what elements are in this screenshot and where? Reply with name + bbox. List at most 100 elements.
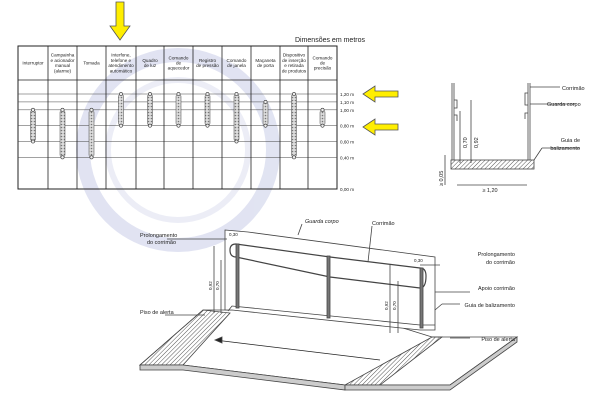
- height-range-bar: [262, 101, 269, 126]
- column-header: de pressão: [196, 63, 219, 68]
- column-header: telefone e: [111, 58, 132, 63]
- level-label: 0,80 m: [340, 124, 354, 129]
- level-label: 1,00 m: [340, 108, 354, 113]
- dim-030-right: 0,30: [414, 258, 423, 263]
- column-header: Dispositivo: [283, 53, 306, 58]
- height-range-bar: [88, 109, 95, 158]
- height-range-bar: [319, 109, 326, 126]
- column-header: atendimento: [108, 63, 134, 68]
- range-top-marker: [320, 107, 325, 112]
- range-bottom-marker: [263, 123, 268, 128]
- dim-070: 0,70: [463, 137, 469, 148]
- height-range-bar: [118, 93, 124, 126]
- level-label: 0,40 m: [340, 155, 354, 160]
- range-bottom-marker: [176, 123, 181, 128]
- column-header: Interfone,: [111, 53, 130, 58]
- ramp-perspective: [138, 223, 519, 391]
- label-guia-2: balizamento: [550, 146, 580, 152]
- range-bottom-marker: [234, 139, 239, 144]
- dim-width: ≥ 1,20: [482, 188, 497, 194]
- range-top-marker: [60, 107, 65, 112]
- dim-070-left: 0,70: [215, 281, 220, 290]
- level-label: 0,00 m: [340, 187, 354, 192]
- down-arrow-icon: [109, 1, 131, 41]
- range-bottom-marker: [60, 155, 65, 160]
- range-bottom-marker: [205, 123, 210, 128]
- range-top-marker: [176, 92, 181, 96]
- range-top-marker: [205, 92, 210, 96]
- level-label: 0,60 m: [340, 140, 354, 145]
- column-header: de: [176, 61, 182, 66]
- column-header: Comando: [313, 55, 333, 60]
- ramp-cross-section: [444, 83, 580, 186]
- table-border: [17, 45, 338, 190]
- column-header: automático: [110, 68, 133, 73]
- range-top-marker: [31, 107, 35, 112]
- label-guia-1: Guia de: [561, 138, 580, 144]
- label-piso-alerta-right: Piso de alerta: [481, 337, 516, 343]
- label-apoio-corrimao: Apoio corrimão: [478, 286, 515, 292]
- label-piso-alerta-left: Piso de alerta: [140, 310, 175, 316]
- column-header: de porta: [257, 63, 274, 68]
- column-header: manual: [55, 63, 70, 68]
- column-header: de janela: [227, 63, 246, 68]
- label-prolongamento-right-2: do corrimão: [486, 260, 515, 266]
- column-header: aquecedor: [168, 66, 190, 71]
- column-header: de inserção: [282, 58, 306, 63]
- column-header: de produtos: [282, 68, 307, 73]
- level-label: 1,10 m: [340, 100, 354, 105]
- column-header: Tomada: [83, 61, 100, 66]
- range-bottom-marker: [31, 139, 35, 144]
- range-top-marker: [292, 92, 296, 96]
- range-bottom-marker: [320, 123, 325, 128]
- level-label: 1,20 m: [340, 92, 354, 97]
- label-guarda-corpo: Guarda corpo: [547, 102, 581, 108]
- dim-092: 0,92: [474, 137, 480, 148]
- units-caption: Dimensões em metros: [295, 37, 366, 44]
- height-range-bar: [175, 93, 182, 126]
- column-header: Comando: [227, 58, 247, 63]
- height-range-bar: [30, 109, 36, 142]
- column-header: de: [320, 61, 326, 66]
- column-header: precisão: [314, 66, 332, 71]
- column-header: Quadro: [142, 58, 158, 63]
- range-bottom-marker: [89, 155, 94, 160]
- column-header: e retirada: [284, 63, 304, 68]
- label-guia-balizamento: Guia de balizamento: [465, 303, 515, 309]
- range-bottom-marker: [148, 123, 152, 128]
- left-arrow-icon: [362, 85, 399, 103]
- label-corrimao: Corrimão: [562, 86, 585, 92]
- dim-005: ≥ 0,05: [439, 171, 445, 186]
- height-range-bar: [204, 93, 211, 126]
- label-guarda-corpo-3d: Guarda corpo: [305, 219, 339, 225]
- label-corrimao-3d: Corrimão: [372, 221, 395, 227]
- height-range-bar: [147, 93, 153, 126]
- column-header: Registro: [199, 58, 217, 63]
- column-header: Campainha: [51, 53, 75, 58]
- column-header: Maçaneta: [255, 58, 276, 63]
- column-header: de luz: [144, 63, 157, 68]
- range-top-marker: [234, 92, 239, 96]
- column-header: Comando: [169, 55, 189, 60]
- label-prolongamento-right: Prolongamento: [478, 252, 515, 258]
- range-top-marker: [89, 107, 94, 112]
- left-arrow-icon: [362, 118, 399, 136]
- height-range-bar: [291, 93, 297, 158]
- column-header: e acionador: [50, 58, 74, 63]
- range-top-marker: [119, 92, 123, 96]
- dim-092-right: 0,92: [384, 301, 389, 310]
- range-top-marker: [148, 92, 152, 96]
- range-top-marker: [263, 100, 268, 104]
- range-bottom-marker: [292, 155, 296, 160]
- abnt-watermark: [76, 48, 280, 252]
- label-prolongamento-left-2: do corrimão: [147, 240, 176, 246]
- label-prolongamento-left: Prolongamento: [140, 233, 177, 239]
- dim-070-right: 0,70: [392, 301, 397, 310]
- range-bottom-marker: [119, 123, 123, 128]
- dim-030-left: 0,30: [229, 232, 238, 237]
- column-header: (alarme): [54, 68, 72, 73]
- column-header: Interruptor: [22, 61, 44, 66]
- height-range-bar: [233, 93, 240, 142]
- dim-092-left: 0,92: [208, 281, 213, 290]
